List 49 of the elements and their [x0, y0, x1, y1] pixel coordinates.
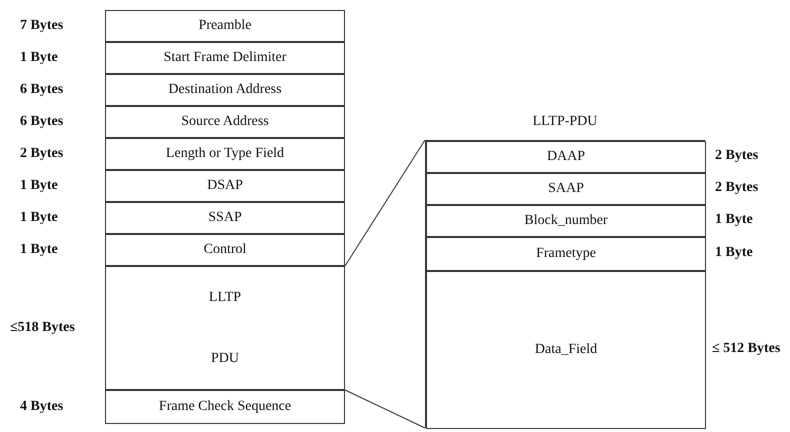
- size-label: 1 Byte: [20, 178, 58, 194]
- field-name: Preamble: [198, 18, 252, 34]
- field-name: SAAP: [547, 181, 585, 197]
- field-name: Start Frame Delimiter: [162, 50, 288, 66]
- expansion-line: [344, 390, 426, 428]
- field-row: [105, 266, 345, 390]
- field-row: [426, 271, 706, 429]
- field-name: PDU: [210, 350, 240, 366]
- field-row: [426, 173, 706, 205]
- field-name: Length or Type Field: [164, 146, 286, 162]
- field-name: LLTP: [208, 290, 242, 306]
- size-label: ≤ 512 Bytes: [712, 341, 780, 357]
- field-name: Block_number: [523, 213, 609, 229]
- field-row: [105, 234, 345, 266]
- field-name: Source Address: [180, 114, 270, 130]
- field-name: SSAP: [207, 210, 243, 226]
- field-row: [105, 74, 345, 106]
- size-label: 2 Bytes: [715, 180, 758, 196]
- expansion-line: [344, 140, 426, 266]
- size-label: 1 Byte: [20, 210, 58, 226]
- field-name: Frame Check Sequence: [158, 399, 292, 415]
- size-label: 2 Bytes: [715, 148, 758, 164]
- field-row: [105, 202, 345, 234]
- field-name: Control: [202, 242, 248, 258]
- size-label: 1 Byte: [715, 212, 753, 228]
- field-name: Destination Address: [167, 82, 283, 98]
- size-label: 1 Byte: [20, 242, 58, 258]
- size-label: ≤518 Bytes: [10, 320, 75, 336]
- field-name: DAAP: [546, 149, 586, 165]
- size-label: 1 Byte: [715, 245, 753, 261]
- field-row: [426, 141, 706, 173]
- size-label: 7 Bytes: [20, 18, 64, 34]
- field-name: Frametype: [535, 246, 597, 262]
- field-row: [105, 138, 345, 170]
- size-label: 4 Bytes: [20, 399, 64, 415]
- field-row: [105, 106, 345, 138]
- frame-title: LLTP-PDU: [532, 114, 598, 130]
- field-name: Data_Field: [534, 342, 598, 358]
- field-row: [426, 205, 706, 237]
- field-row: [426, 237, 706, 271]
- size-label: 2 Bytes: [20, 146, 64, 162]
- size-label: 6 Bytes: [20, 114, 64, 130]
- field-row: [105, 10, 345, 42]
- size-label: 1 Byte: [20, 50, 58, 66]
- field-row: [105, 170, 345, 202]
- field-row: [105, 390, 345, 424]
- size-label: 6 Bytes: [20, 82, 64, 98]
- field-row: [105, 42, 345, 74]
- field-name: DSAP: [206, 178, 244, 194]
